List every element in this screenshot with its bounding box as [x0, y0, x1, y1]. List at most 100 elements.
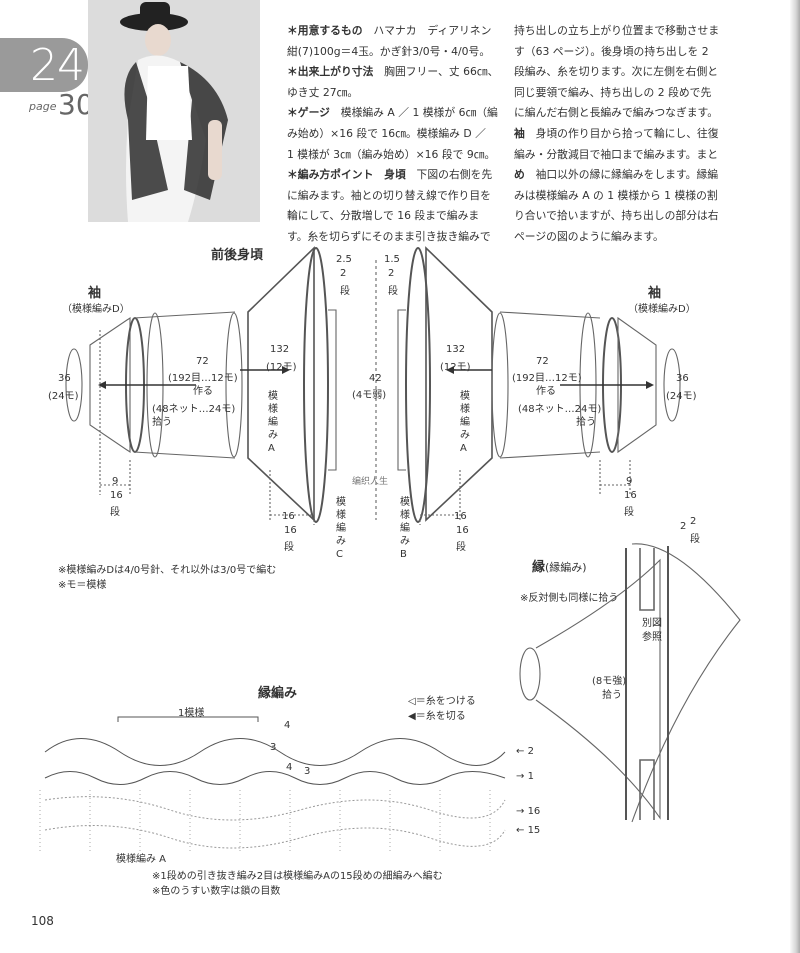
flap-left-rows: 2 — [340, 268, 347, 279]
edging-top-cm: 2 — [680, 521, 687, 532]
row-number-1: → 1 — [516, 771, 534, 782]
chart-note-1: ※1段めの引き抜き編み2目は模様編みAの15段めの細編みへ編む — [152, 871, 443, 882]
edging-small-ellipse — [519, 647, 541, 701]
pattern-a-left: 模様編みA — [268, 391, 278, 454]
right-body-length-dim — [419, 470, 461, 525]
left-sleeve-body — [133, 311, 236, 459]
edging-title: 縁(縁編み) — [532, 560, 587, 575]
left-sleeve-cuff-shape — [89, 316, 131, 454]
edging-tab-top — [639, 548, 655, 611]
edging-front-curve — [631, 543, 741, 823]
pattern-b-label: 模様編みB — [400, 497, 410, 560]
edging-tab-bottom — [639, 759, 655, 820]
instruction-line: ＊出来上がり寸法 胸囲フリー、丈 66㎝、 — [287, 65, 499, 79]
arrow-head-icon — [282, 366, 290, 374]
chain-count: 3 — [304, 766, 311, 777]
right-sleeve-title: 袖 — [648, 286, 662, 301]
left-body-len-cm: 16 — [282, 511, 295, 522]
instruction-line: す。糸を切らずにそのまま引き抜き編みで — [287, 229, 491, 243]
instructions-col1: ＊用意するもの ハマナカ ディアリネン 紺(7)100g＝4玉。かぎ針3/0号・… — [287, 21, 498, 248]
arrow-head-icon — [446, 366, 454, 374]
chart-row-15 — [44, 825, 506, 849]
center-cm: 42 — [369, 373, 382, 384]
flap-right-cm: 1.5 — [384, 254, 400, 265]
instruction-line: り合いで拾いますが、持ち出しの部分は右 — [514, 209, 719, 223]
arrow-head-icon — [98, 381, 106, 389]
diagram-note-2: ※モ＝模様 — [58, 580, 107, 591]
edging-bands — [625, 546, 669, 820]
flap-right-unit: 段 — [388, 286, 398, 297]
left-sleeve-top-note: 作る — [193, 386, 213, 397]
left-body-band — [303, 247, 329, 523]
edging-top-unit: 段 — [690, 534, 700, 545]
instruction-line: 輪にして、分散増しで 16 段まで編みま — [287, 209, 480, 223]
chart-row-16 — [44, 796, 506, 821]
edging-diagram — [519, 543, 741, 823]
flap-right-rows: 2 — [388, 268, 395, 279]
legend-cut: ◀＝糸を切る — [408, 711, 466, 722]
left-sleeve-top-cm: 72 — [196, 356, 209, 367]
instruction-line: ＊編み方ポイント 身頃 下図の右側を先 — [287, 168, 493, 182]
watermark: 编织人生 — [352, 477, 389, 487]
diagram-note-1: ※模様編みDは4/0号針、それ以外は3/0号で編む — [58, 565, 277, 576]
chain-count: 3 — [270, 742, 277, 753]
chart-pattern-label: 模様編み A — [116, 854, 167, 865]
edging-pick-note: 拾う — [602, 690, 622, 701]
center-st: (4モ弱) — [352, 390, 387, 401]
instruction-line: 紺(7)100g＝4玉。かぎ針3/0号・4/0号。 — [287, 44, 491, 58]
edging-side — [535, 558, 661, 820]
right-sleeve-len-rows: 16 — [624, 490, 637, 501]
edging-note: ※反対側も同様に拾う — [520, 593, 619, 604]
right-sleeve-outer — [491, 312, 509, 458]
page-reference: 30 — [58, 88, 94, 121]
right-sleeve-cuff-shape — [617, 316, 657, 454]
right-body-len-unit: 段 — [456, 542, 466, 553]
edging-top-rows: 2 — [690, 516, 697, 527]
left-body-length-dim — [269, 470, 315, 525]
instruction-line: 編み・分散減目で袖口まで編みます。まと — [514, 147, 719, 161]
page-label: page — [29, 100, 57, 113]
edging-ref-2: 参照 — [642, 632, 662, 643]
instruction-line: 持ち出しの立ち上がり位置まで移動させま — [514, 24, 720, 37]
legend-join: ◁＝糸をつける — [408, 696, 476, 707]
arrow-head-icon — [646, 381, 654, 389]
left-sleeve-length-dim — [99, 330, 131, 495]
instructions-col2: 持ち出しの立ち上がり位置まで移動させま す（63 ページ）。後身頃の持ち出しを … — [514, 21, 719, 248]
chart-title: 縁編み — [258, 686, 298, 701]
row-number-16: → 16 — [516, 806, 541, 817]
instruction-line: ＊ゲージ 模様編み A ／ 1 模様が 6㎝（編 — [287, 106, 498, 120]
right-sleeve-pick: (48ネット…24モ) — [518, 404, 602, 415]
instruction-line: に編みます。袖との切り替え線で作り目を — [287, 188, 491, 202]
book-binding-edge — [790, 0, 800, 953]
row-number-15: ← 15 — [516, 825, 541, 836]
flap-left-cm: 2.5 — [336, 254, 352, 265]
edging-ref: 別図 — [642, 618, 662, 629]
diagram-title: 前後身頃 — [211, 248, 264, 263]
left-sleeve-top-st: (192目…12モ) — [168, 373, 238, 384]
right-body-band — [405, 247, 431, 523]
right-flap — [397, 309, 406, 471]
right-sleeve-pick-note: 拾う — [576, 417, 596, 428]
right-cuff-cm: 36 — [676, 373, 689, 384]
right-cuff-st: (24モ) — [666, 391, 697, 402]
pattern-number: 24 — [30, 40, 85, 91]
chain-count: 4 — [284, 720, 291, 731]
flap-left-unit: 段 — [340, 286, 350, 297]
page-number: 108 — [31, 914, 54, 928]
left-body-cm: 132 — [270, 344, 290, 355]
right-body-len-rows: 16 — [456, 525, 469, 536]
instruction-line: ＊用意するもの ハマナカ ディアリネン — [287, 24, 492, 37]
left-body-len-rows: 16 — [284, 525, 297, 536]
right-body-yoke — [425, 246, 493, 522]
right-sleeve-top-cm: 72 — [536, 356, 549, 367]
edging-pick-cm: (8モ強) — [592, 676, 627, 687]
edging-chart — [39, 716, 506, 852]
left-sleeve-pick-note: 拾う — [152, 417, 172, 428]
right-sleeve-length-dim — [599, 460, 631, 495]
right-body-len-cm: 16 — [454, 511, 467, 522]
instruction-line: ページの図のように編みます。 — [514, 229, 664, 243]
right-sleeve-len-unit: 段 — [624, 507, 634, 518]
chart-grid — [39, 790, 491, 852]
left-cuff-ellipse — [65, 348, 83, 422]
